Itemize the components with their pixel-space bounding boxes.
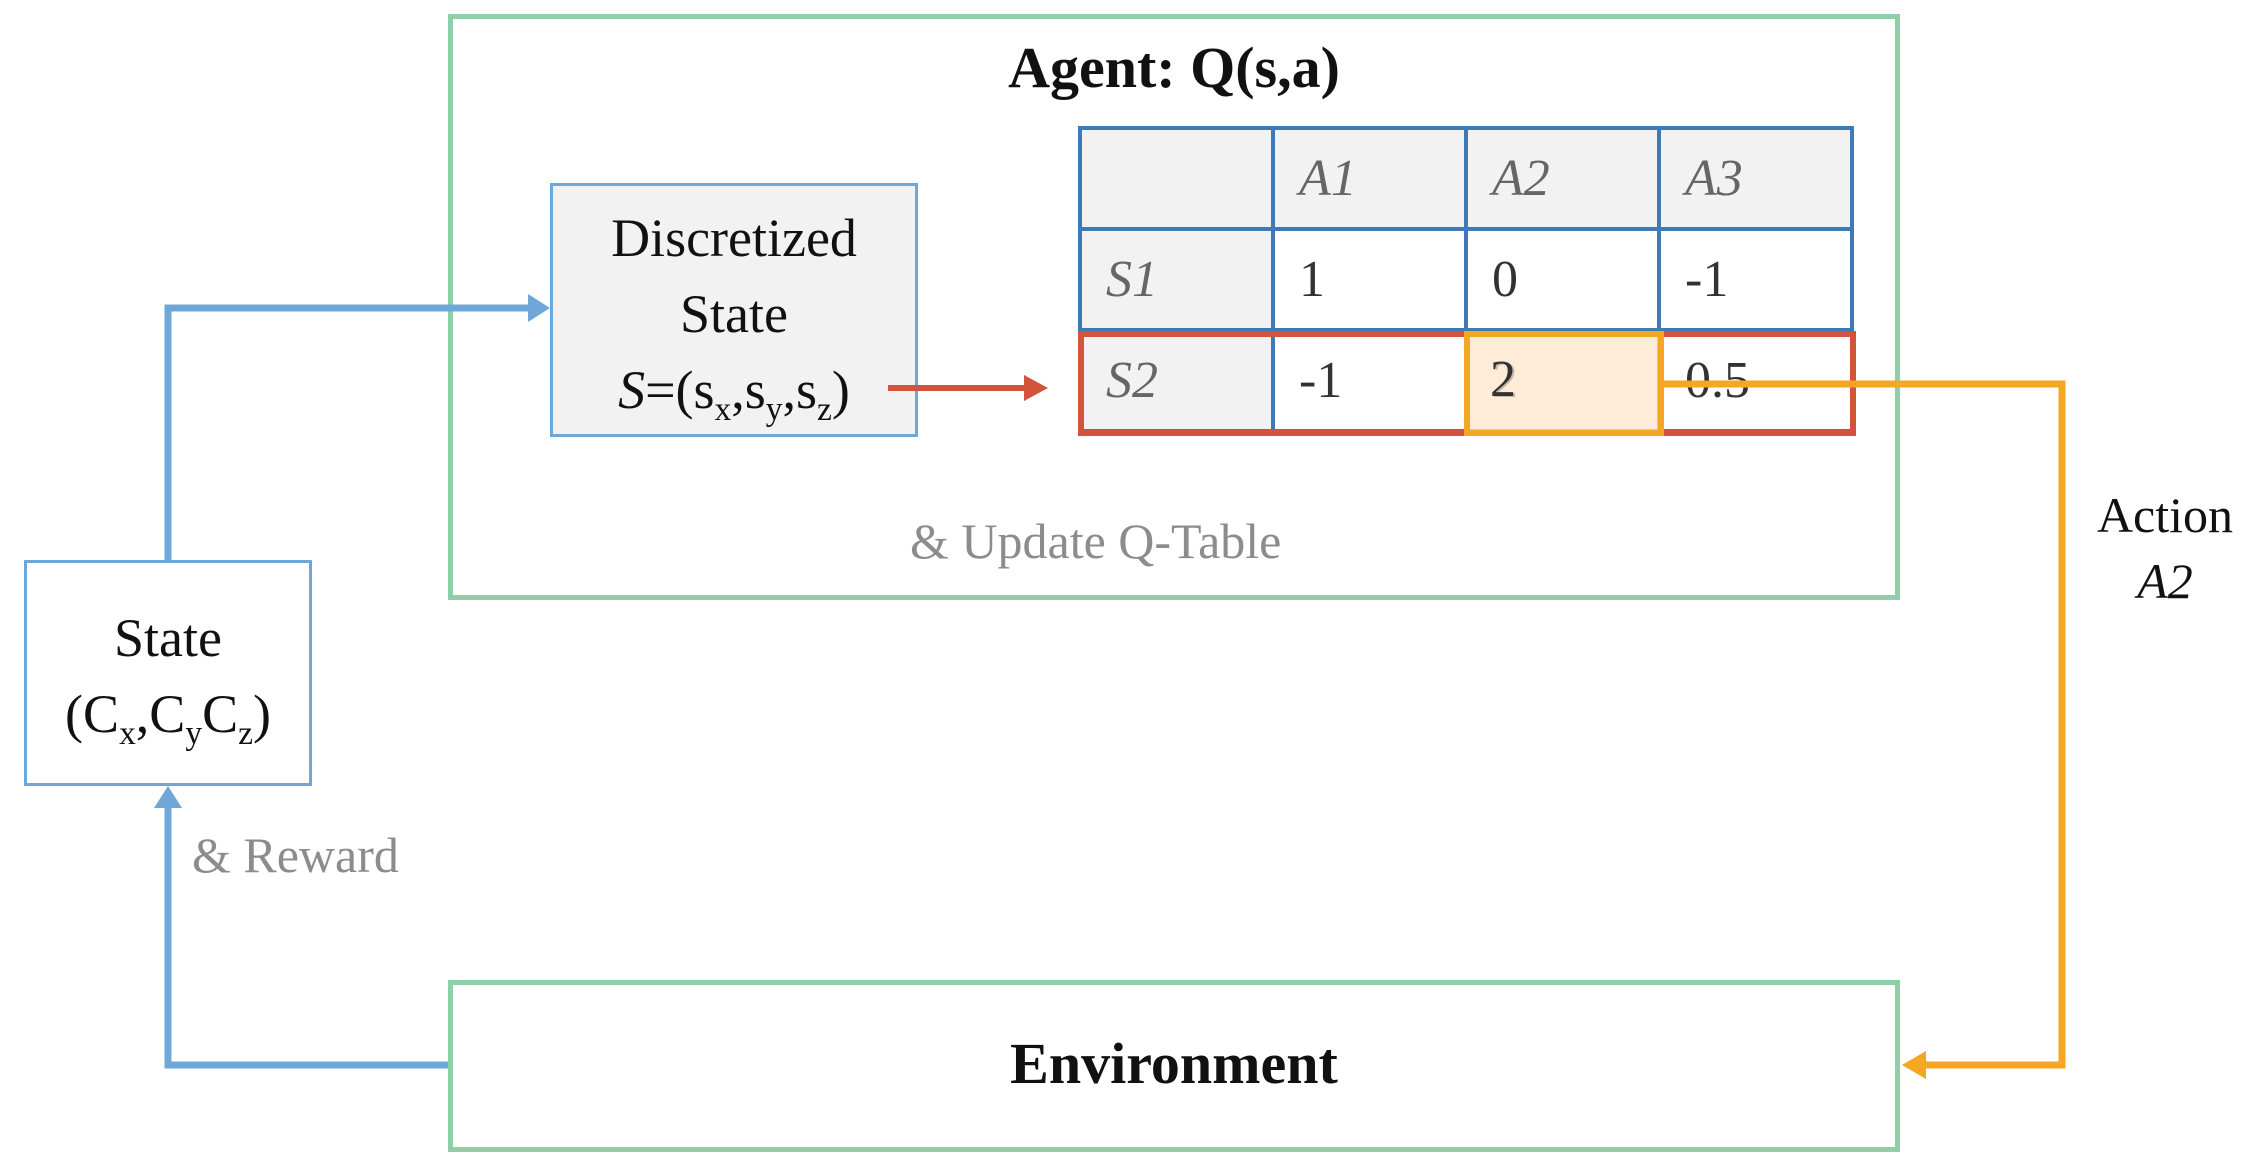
state-cz-sub: z: [238, 714, 253, 752]
q-table-header-a1: A1: [1271, 126, 1468, 231]
formula-sy: s: [744, 360, 766, 420]
state-text: State (Cx,CyCz): [24, 600, 312, 752]
state-box: [24, 560, 312, 786]
action-label-line-2: A2: [2137, 553, 2193, 609]
discretized-formula: S=(sx,sy,sz): [618, 360, 850, 428]
state-cy-sub: y: [185, 714, 203, 752]
q-table-cell-s1-a3: -1: [1657, 227, 1854, 332]
selected-action-value: 2: [1490, 351, 1516, 408]
state-to-discretized-head: [528, 294, 550, 322]
formula-sz-sub: z: [817, 390, 832, 428]
q-table-cell-s1-a2: 0: [1464, 227, 1661, 332]
state-cy: C: [149, 684, 186, 744]
formula-sx: s: [693, 360, 715, 420]
reward-arrow-head: [154, 786, 182, 808]
update-q-table-label: & Update Q-Table: [910, 513, 1282, 569]
q-table-row-label-s1: S1: [1078, 227, 1275, 332]
discretized-line-2: State: [680, 284, 788, 344]
state-line-1: State: [114, 608, 222, 668]
reward-arrow-line: [164, 800, 448, 1069]
formula-eq: =(: [645, 360, 694, 420]
state-cx: C: [83, 684, 120, 744]
environment-box: [448, 980, 1900, 1152]
q-table-row-s1: S1 1 0 -1: [1078, 227, 1854, 332]
formula-close: ): [831, 360, 850, 420]
environment-title: Environment: [1010, 1031, 1338, 1096]
q-table-cell-s1-a1: 1: [1271, 227, 1468, 332]
action-arrow-line: [1664, 380, 2066, 1069]
formula-var: S: [618, 360, 646, 420]
discretized-line-1: Discretized: [611, 208, 857, 268]
formula-sz: s: [796, 360, 818, 420]
action-label: Action A2: [2080, 482, 2250, 614]
formula-sx-sub: x: [714, 390, 732, 428]
q-table: A1 A2 A3 S1 1 0 -1 S2 -1 2 0.5: [1078, 126, 1854, 433]
action-arrow-head: [1902, 1051, 1926, 1079]
state-formula: (Cx,CyCz): [65, 684, 271, 752]
discretized-state-text: Discretized State S=(sx,sy,sz): [550, 200, 918, 428]
formula-sy-sub: y: [765, 390, 783, 428]
agent-title: Agent: Q(s,a): [1008, 35, 1340, 100]
state-to-discretized-line: [164, 304, 530, 560]
action-label-line-1: Action: [2096, 487, 2234, 543]
discretized-state-box: [550, 183, 918, 437]
reward-label: & Reward: [192, 827, 399, 883]
q-table-corner: [1078, 126, 1275, 231]
q-table-cell-s2-a1: -1: [1271, 328, 1468, 433]
selected-action-highlight: [1464, 331, 1664, 436]
state-cz: C: [202, 684, 239, 744]
q-table-header-row: A1 A2 A3: [1078, 126, 1854, 231]
discretized-to-s2-head: [1024, 375, 1048, 401]
q-table-header-a2: A2: [1464, 126, 1661, 231]
state-cx-sub: x: [119, 714, 136, 752]
q-table-header-a3: A3: [1657, 126, 1854, 231]
